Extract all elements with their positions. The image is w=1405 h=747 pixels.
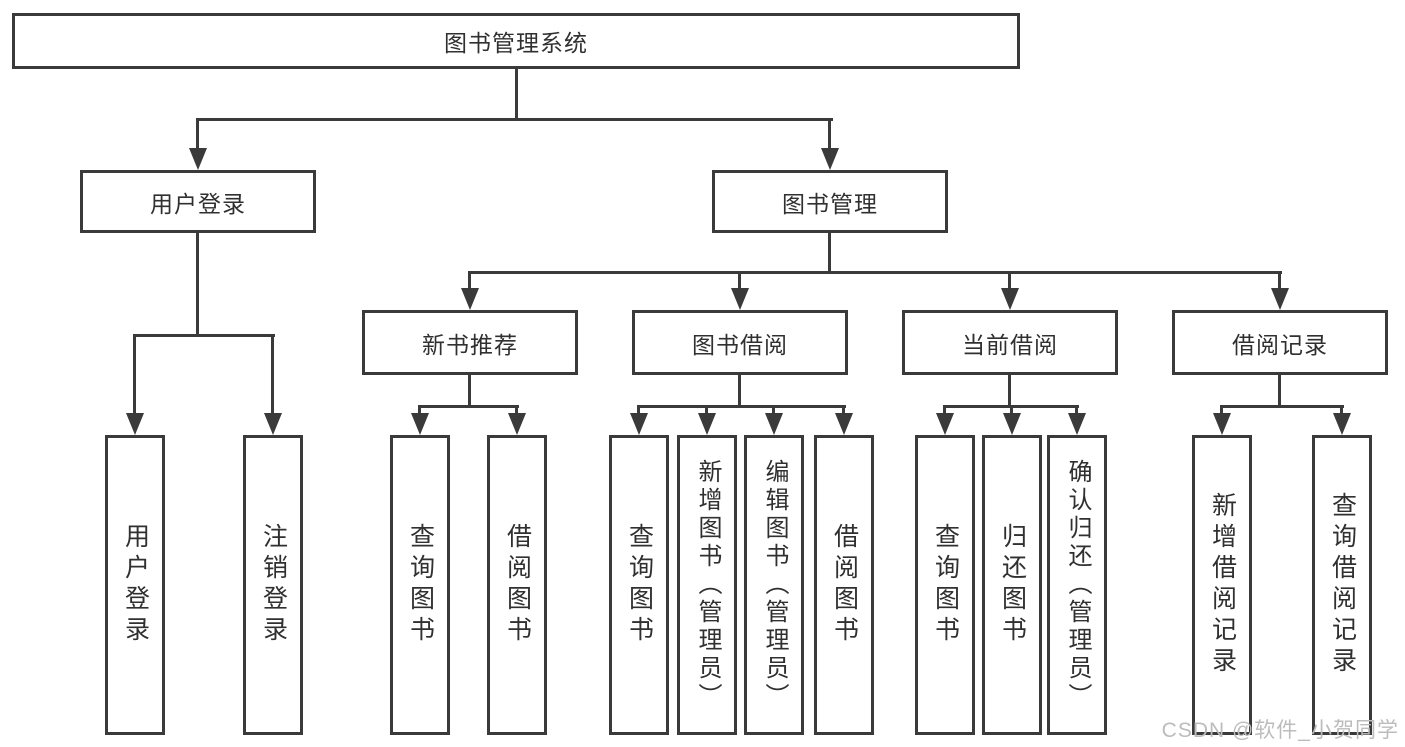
connector-stem (196, 233, 199, 336)
connector-drop (1008, 271, 1011, 293)
leaf-query-books-2: 查询图书 (609, 435, 669, 735)
arrow-down-icon (508, 413, 526, 435)
leaf-return-books: 归还图书 (982, 435, 1042, 735)
connector-drop (196, 118, 199, 152)
leaf-user-login: 用户登录 (105, 435, 165, 735)
leaf-label: 查询借阅记录 (1328, 492, 1357, 678)
connector-drop (418, 405, 421, 419)
arrow-down-icon (1271, 288, 1289, 310)
node-current-borrow: 当前借阅 (902, 310, 1118, 375)
leaf-logout: 注销登录 (243, 435, 303, 735)
leaf-add-books-admin: 新增图书（管理员） (677, 435, 737, 735)
arrow-down-icon (698, 413, 716, 435)
leaf-label: 用户登录 (121, 523, 150, 647)
arrow-down-icon (765, 413, 783, 435)
connector-drop (842, 405, 845, 419)
arrow-down-icon (411, 413, 429, 435)
leaf-label: 借阅图书 (503, 523, 532, 647)
node-label: 图书借阅 (692, 331, 788, 358)
arrow-down-icon (264, 413, 282, 435)
leaf-add-borrow-record: 新增借阅记录 (1192, 435, 1252, 735)
connector-drop (1010, 405, 1013, 419)
node-label: 用户登录 (150, 190, 246, 217)
leaf-label: 查询图书 (931, 523, 960, 647)
leaf-confirm-return-admin: 确认归还（管理员） (1047, 435, 1107, 735)
connector-stem (515, 69, 518, 120)
leaf-label: 归还图书 (998, 523, 1027, 647)
connector-drop (515, 405, 518, 419)
connector-drop (828, 118, 831, 152)
leaf-label: 注销登录 (259, 523, 288, 647)
leaf-label: 查询图书 (625, 523, 654, 647)
connector-branch (468, 271, 1282, 274)
connector-drop (1340, 405, 1343, 419)
node-library-system: 图书管理系统 (12, 13, 1020, 69)
arrow-down-icon (126, 413, 144, 435)
leaf-query-books-3: 查询图书 (915, 435, 975, 735)
node-borrow-records: 借阅记录 (1172, 310, 1388, 375)
leaf-borrow-books-2: 借阅图书 (814, 435, 874, 735)
connector-stem (828, 233, 831, 273)
csdn-watermark: CSDN @软件_小贺同学 (1161, 719, 1399, 742)
connector-drop (271, 334, 274, 416)
arrow-down-icon (936, 413, 954, 435)
connector-stem (1278, 375, 1281, 407)
connector-drop (943, 405, 946, 419)
node-user-login: 用户登录 (80, 170, 316, 233)
connector-stem (468, 375, 471, 407)
node-label: 当前借阅 (962, 331, 1058, 358)
leaf-query-borrow-record: 查询借阅记录 (1312, 435, 1372, 735)
connector-stem (1008, 375, 1011, 407)
arrow-down-icon (1068, 413, 1086, 435)
leaf-label: 查询图书 (406, 523, 435, 647)
connector-stem (738, 375, 741, 407)
leaf-borrow-books-1: 借阅图书 (487, 435, 547, 735)
connector-drop (1075, 405, 1078, 419)
arrow-down-icon (731, 288, 749, 310)
arrow-down-icon (189, 148, 207, 170)
leaf-label: 编辑图书（管理员） (761, 459, 788, 711)
connector-branch (1220, 405, 1344, 408)
arrow-down-icon (630, 413, 648, 435)
node-book-management: 图书管理 (712, 170, 948, 233)
leaf-label: 新增图书（管理员） (694, 459, 721, 711)
node-book-borrow: 图书借阅 (632, 310, 848, 375)
leaf-label: 新增借阅记录 (1208, 492, 1237, 678)
connector-branch (134, 334, 275, 337)
arrow-down-icon (1213, 413, 1231, 435)
connector-drop (468, 271, 471, 293)
node-label: 图书管理 (782, 190, 878, 217)
arrow-down-icon (821, 148, 839, 170)
connector-drop (1220, 405, 1223, 419)
node-new-book-recommend: 新书推荐 (362, 310, 578, 375)
connector-drop (705, 405, 708, 419)
arrow-down-icon (1003, 413, 1021, 435)
leaf-label: 确认归还（管理员） (1064, 459, 1091, 711)
arrow-down-icon (461, 288, 479, 310)
connector-drop (772, 405, 775, 419)
arrow-down-icon (1001, 288, 1019, 310)
connector-drop (1278, 271, 1281, 293)
node-label: 图书管理系统 (444, 30, 588, 56)
connector-drop (133, 334, 136, 416)
leaf-query-books-1: 查询图书 (390, 435, 450, 735)
arrow-down-icon (1333, 413, 1351, 435)
node-label: 借阅记录 (1232, 331, 1328, 358)
connector-branch (197, 118, 833, 121)
connector-branch (637, 405, 846, 408)
leaf-label: 借阅图书 (830, 523, 859, 647)
connector-drop (637, 405, 640, 419)
leaf-edit-books-admin: 编辑图书（管理员） (744, 435, 804, 735)
connector-branch (418, 405, 519, 408)
connector-drop (738, 271, 741, 293)
node-label: 新书推荐 (422, 331, 518, 358)
arrow-down-icon (835, 413, 853, 435)
